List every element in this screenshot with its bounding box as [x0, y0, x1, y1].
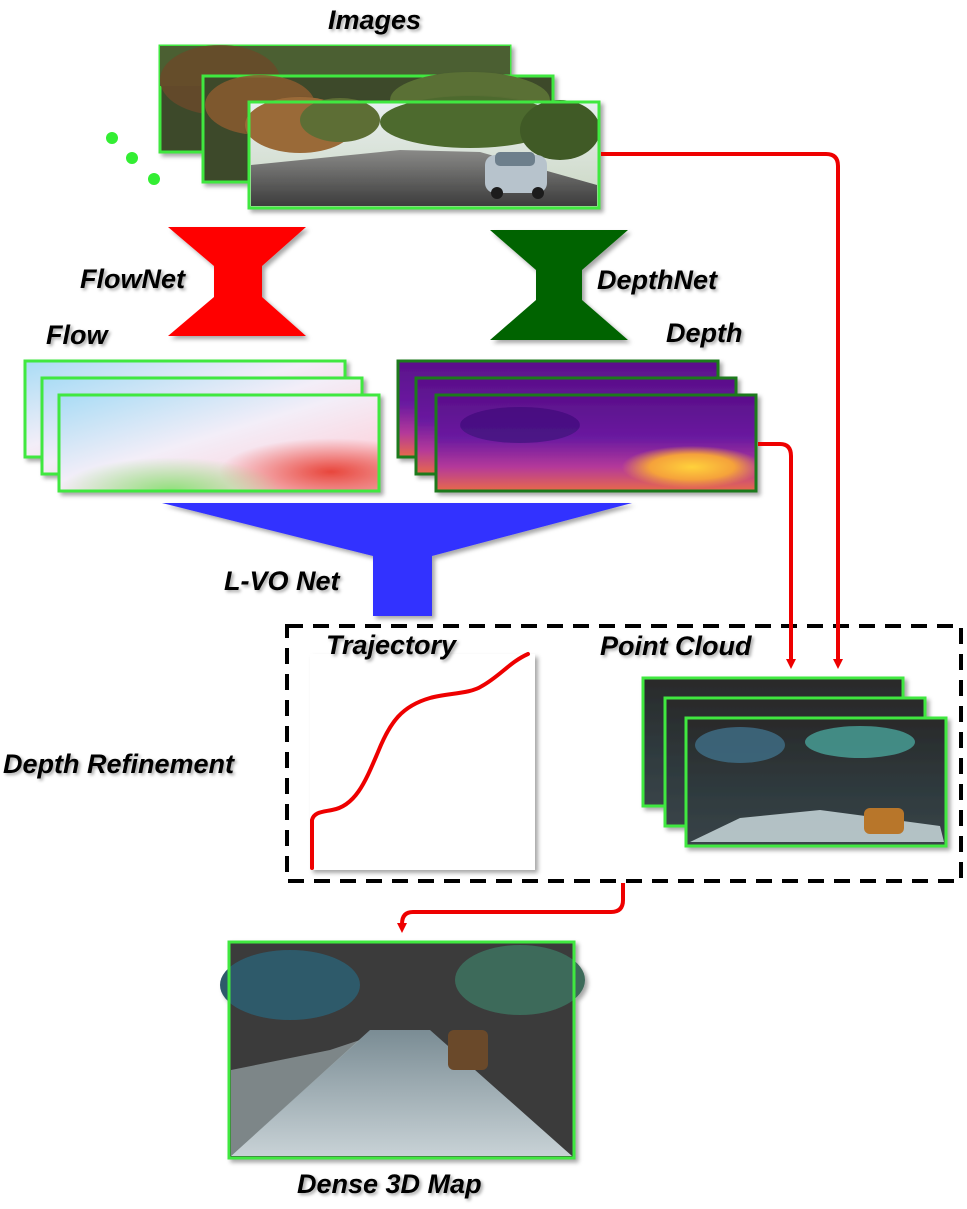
images-label: Images: [328, 5, 422, 35]
point-cloud-label: Point Cloud: [600, 631, 752, 661]
point-cloud-frame-3: [684, 716, 948, 848]
dense-map-label: Dense 3D Map: [297, 1169, 482, 1199]
image-stack: [158, 44, 601, 210]
depth-refinement-label: Depth Refinement: [3, 749, 235, 779]
image-frame-3: [245, 96, 601, 210]
lvo-net-label: L-VO Net: [224, 566, 340, 596]
depth-label: Depth: [666, 318, 743, 348]
trajectory-plot: [310, 652, 535, 870]
arrow-depth-to-point-cloud: [758, 442, 796, 669]
flownet-label: FlowNet: [80, 264, 185, 294]
depth-refinement-box: [285, 624, 963, 883]
trajectory-label: Trajectory: [326, 630, 457, 660]
arrow-refinement-to-dense-map: [397, 883, 625, 933]
flownet-hourglass: [168, 227, 306, 336]
ellipsis-dots: [106, 132, 160, 185]
depth-frame-3: [434, 393, 758, 493]
lvo-net-funnel: [162, 503, 632, 616]
flow-label: Flow: [46, 320, 108, 350]
flow-frame-3: [57, 393, 381, 493]
arrows: [397, 152, 843, 933]
dense-map-image: [220, 940, 585, 1160]
flow-stack: [23, 359, 381, 493]
trajectory-curve: [310, 652, 530, 870]
depthnet-label: DepthNet: [597, 265, 717, 295]
depth-stack: [396, 359, 758, 493]
arrow-images-to-point-cloud: [601, 152, 843, 669]
point-cloud-stack: [641, 676, 948, 848]
depthnet-hourglass: [490, 230, 628, 340]
